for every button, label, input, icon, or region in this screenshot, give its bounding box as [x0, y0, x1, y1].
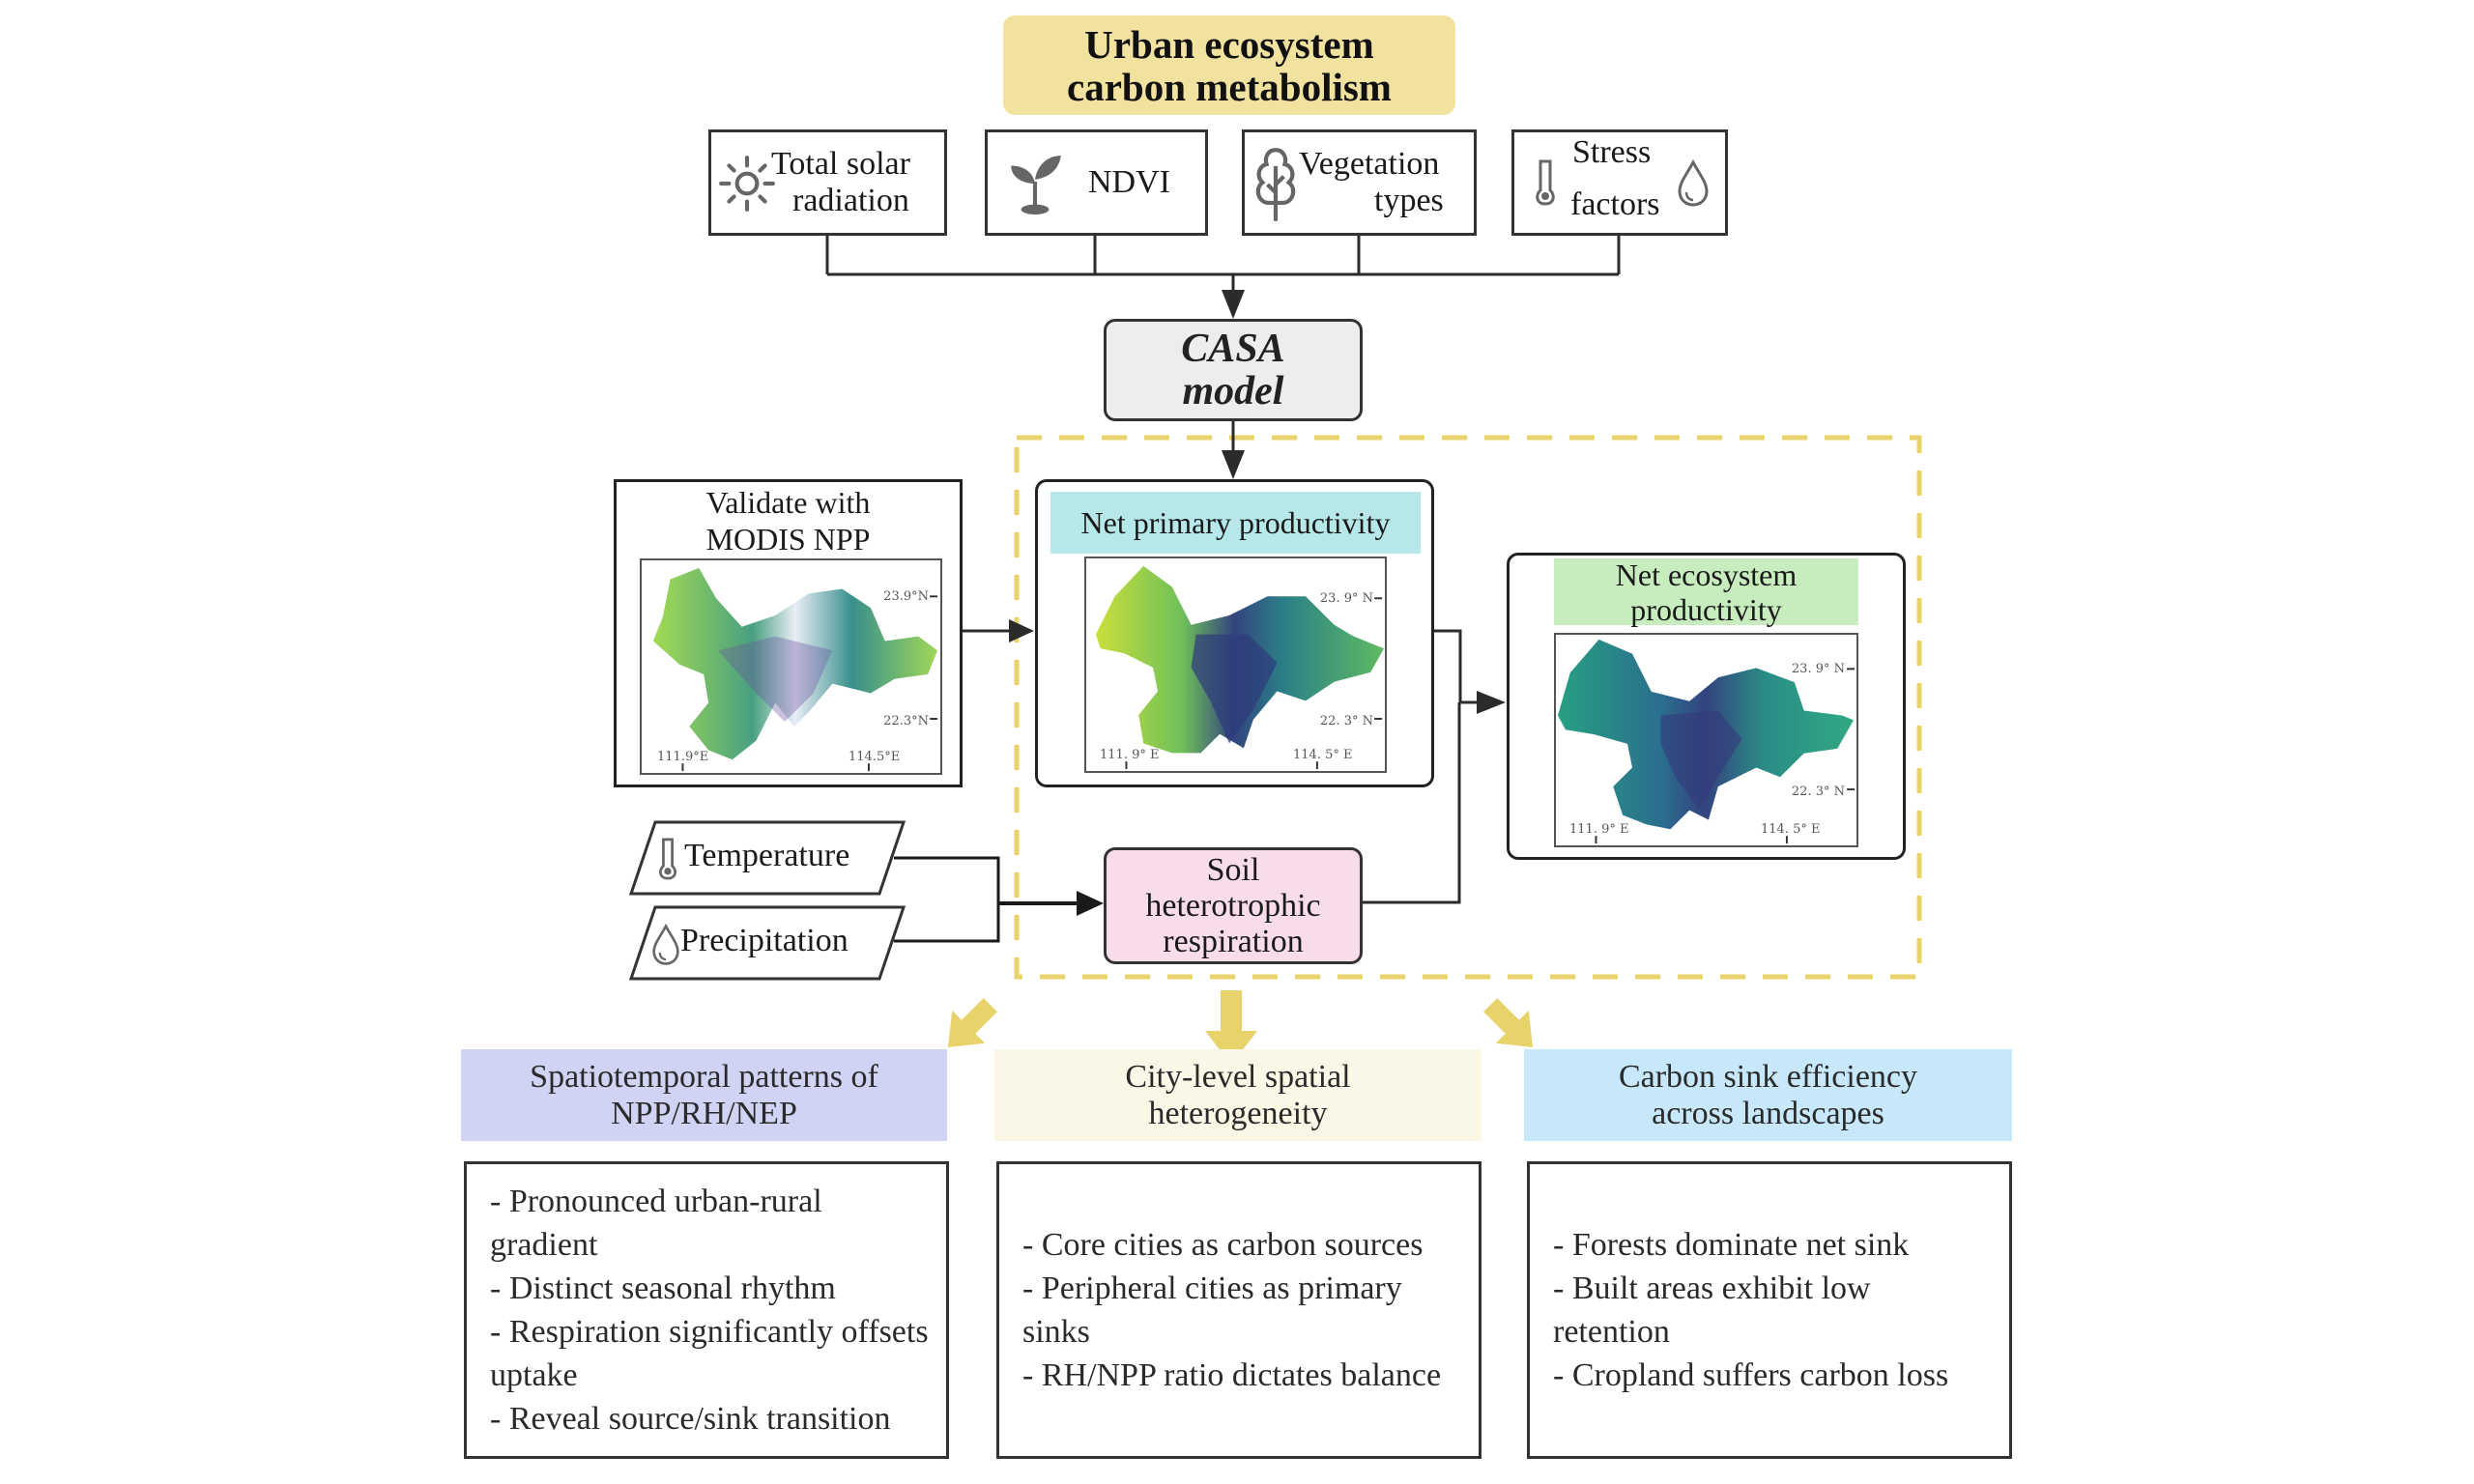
title-line-1: Urban ecosystem: [1084, 21, 1374, 67]
bullet-item: - Forests dominate net sink: [1553, 1227, 1910, 1263]
lat-label-south: 22.3°N: [883, 714, 929, 728]
modis-npp-map-image: [652, 567, 938, 772]
arrow-to-nep: [1477, 691, 1506, 714]
npp-to-nep-line: [1434, 629, 1479, 704]
outcome-city-level-title: City-level spatial heterogeneity: [994, 1049, 1482, 1141]
casa-model-box: CASA model: [1104, 319, 1363, 421]
npp-map-image: [1095, 565, 1385, 770]
validate-modis-npp-box: Validate with MODIS NPP 23.9°N 22.3°N 11…: [614, 479, 963, 787]
bullet-item: - Reveal source/sink transition: [490, 1401, 891, 1437]
validate-line-1: Validate with: [705, 485, 871, 520]
soil-line-3: respiration: [1163, 924, 1304, 959]
bullet-item: - Pronounced urban-rural gradient: [490, 1184, 822, 1263]
lon-label-west: 111. 9° E: [1100, 748, 1160, 762]
bullet-item: - Peripheral cities as primary sinks: [1022, 1270, 1402, 1350]
casa-line-2: model: [1182, 369, 1284, 414]
nep-line-2: productivity: [1630, 591, 1782, 627]
diagram-title: Urban ecosystem carbon metabolism: [1003, 15, 1455, 115]
input-label-line-1: Vegetation: [1299, 146, 1440, 182]
lon-label-west: 111. 9° E: [1569, 822, 1629, 837]
soil-respiration-box: Soil heterotrophic respiration: [1104, 847, 1363, 964]
bullet-item: - Built areas exhibit low retention: [1553, 1270, 1871, 1350]
input-vegetation-types: Vegetation types: [1242, 129, 1477, 236]
bullet-item: - Respiration significantly offsets upta…: [490, 1314, 929, 1393]
nep-box: Net ecosystem productivity 23. 9° N 22. …: [1507, 553, 1906, 860]
modis-npp-map: 23.9°N 22.3°N 111.9°E 114.5°E: [640, 558, 942, 775]
nep-map: 23. 9° N 22. 3° N 111. 9° E 114. 5° E: [1554, 633, 1858, 847]
lon-label-east: 114.5°E: [849, 750, 901, 764]
arrow-to-soil: [1077, 891, 1104, 916]
outcome-title-line-2: NPP/RH/NEP: [611, 1095, 797, 1131]
sun-icon: [719, 156, 775, 212]
outcome-carbon-sink-title: Carbon sink efficiency across landscapes: [1524, 1049, 2012, 1141]
driver-temperature: Temperature: [657, 822, 889, 895]
outcome-city-level-bullets: - Core cities as carbon sources - Periph…: [996, 1161, 1482, 1459]
nep-map-image: [1557, 639, 1856, 844]
bullet-item: - Core cities as carbon sources: [1022, 1227, 1424, 1263]
validate-title: Validate with MODIS NPP: [617, 482, 960, 559]
lat-label-north: 23. 9° N: [1319, 591, 1373, 606]
outcome-title-line-2: across landscapes: [1652, 1095, 1884, 1131]
temperature-connector: [894, 856, 1000, 943]
title-line-2: carbon metabolism: [1067, 64, 1392, 109]
inputs-to-casa-connector: [825, 236, 1621, 292]
bullet-item: - Distinct seasonal rhythm: [490, 1270, 836, 1306]
npp-title: Net primary productivity: [1050, 492, 1421, 554]
lon-label-east: 114. 5° E: [1293, 748, 1353, 762]
casa-line-1: CASA: [1181, 327, 1285, 371]
arrow-to-npp: [1222, 450, 1245, 479]
thermometer-icon: [659, 838, 676, 880]
arrow-validate-to-npp: [1009, 619, 1034, 642]
nep-line-1: Net ecosystem: [1615, 556, 1798, 592]
outcome-carbon-sink-bullets: - Forests dominate net sink - Built area…: [1527, 1161, 2012, 1459]
input-stress-factors: Stress factors: [1511, 129, 1728, 236]
input-label-line-2: types: [1374, 183, 1444, 218]
validate-line-2: MODIS NPP: [705, 522, 871, 556]
nep-title: Net ecosystem productivity: [1554, 556, 1858, 627]
water-drop-icon: [1678, 159, 1709, 207]
tree-icon: [1255, 148, 1296, 221]
lat-label-south: 22. 3° N: [1791, 785, 1845, 799]
driver-precipitation: Precipitation: [649, 907, 891, 980]
lat-label-north: 23. 9° N: [1791, 662, 1845, 676]
bullet-item: - Cropland suffers carbon loss: [1553, 1357, 1949, 1393]
lat-label-north: 23.9°N: [883, 589, 929, 604]
thermometer-icon: [1536, 159, 1555, 206]
input-label-line-1: Stress: [1572, 134, 1652, 170]
outcome-title-line-1: City-level spatial: [1125, 1058, 1351, 1095]
outcome-spatiotemporal-title: Spatiotemporal patterns of NPP/RH/NEP: [461, 1049, 947, 1141]
soil-line-1: Soil: [1206, 852, 1260, 888]
seedling-icon: [1011, 156, 1061, 214]
npp-box: Net primary productivity 23. 9° N 22. 3°…: [1035, 479, 1434, 787]
arrow-to-casa: [1222, 290, 1245, 319]
soil-line-2: heterotrophic: [1145, 888, 1321, 924]
lat-label-south: 22. 3° N: [1319, 714, 1373, 728]
bullet-item: - RH/NPP ratio dictates balance: [1022, 1357, 1442, 1393]
lon-label-east: 114. 5° E: [1761, 822, 1821, 837]
lon-label-west: 111.9°E: [657, 750, 709, 764]
outcome-title-line-2: heterogeneity: [1148, 1095, 1328, 1131]
input-total-solar-radiation: Total solar radiation: [708, 129, 947, 236]
input-label-line-2: factors: [1570, 186, 1660, 222]
input-label-line-2: radiation: [792, 183, 909, 218]
outcome-spatiotemporal-bullets: - Pronounced urban-rural gradient - Dist…: [464, 1161, 949, 1459]
water-drop-icon: [652, 923, 679, 965]
driver-label: Temperature: [684, 838, 850, 873]
input-label-line-1: Total solar: [771, 146, 910, 182]
outcome-title-line-1: Carbon sink efficiency: [1618, 1058, 1918, 1095]
outcome-title-line-1: Spatiotemporal patterns of: [530, 1058, 878, 1095]
input-ndvi: NDVI: [985, 129, 1208, 236]
npp-map: 23. 9° N 22. 3° N 111. 9° E 114. 5° E: [1084, 556, 1387, 773]
driver-label: Precipitation: [680, 923, 849, 958]
input-label: NDVI: [1088, 164, 1170, 200]
